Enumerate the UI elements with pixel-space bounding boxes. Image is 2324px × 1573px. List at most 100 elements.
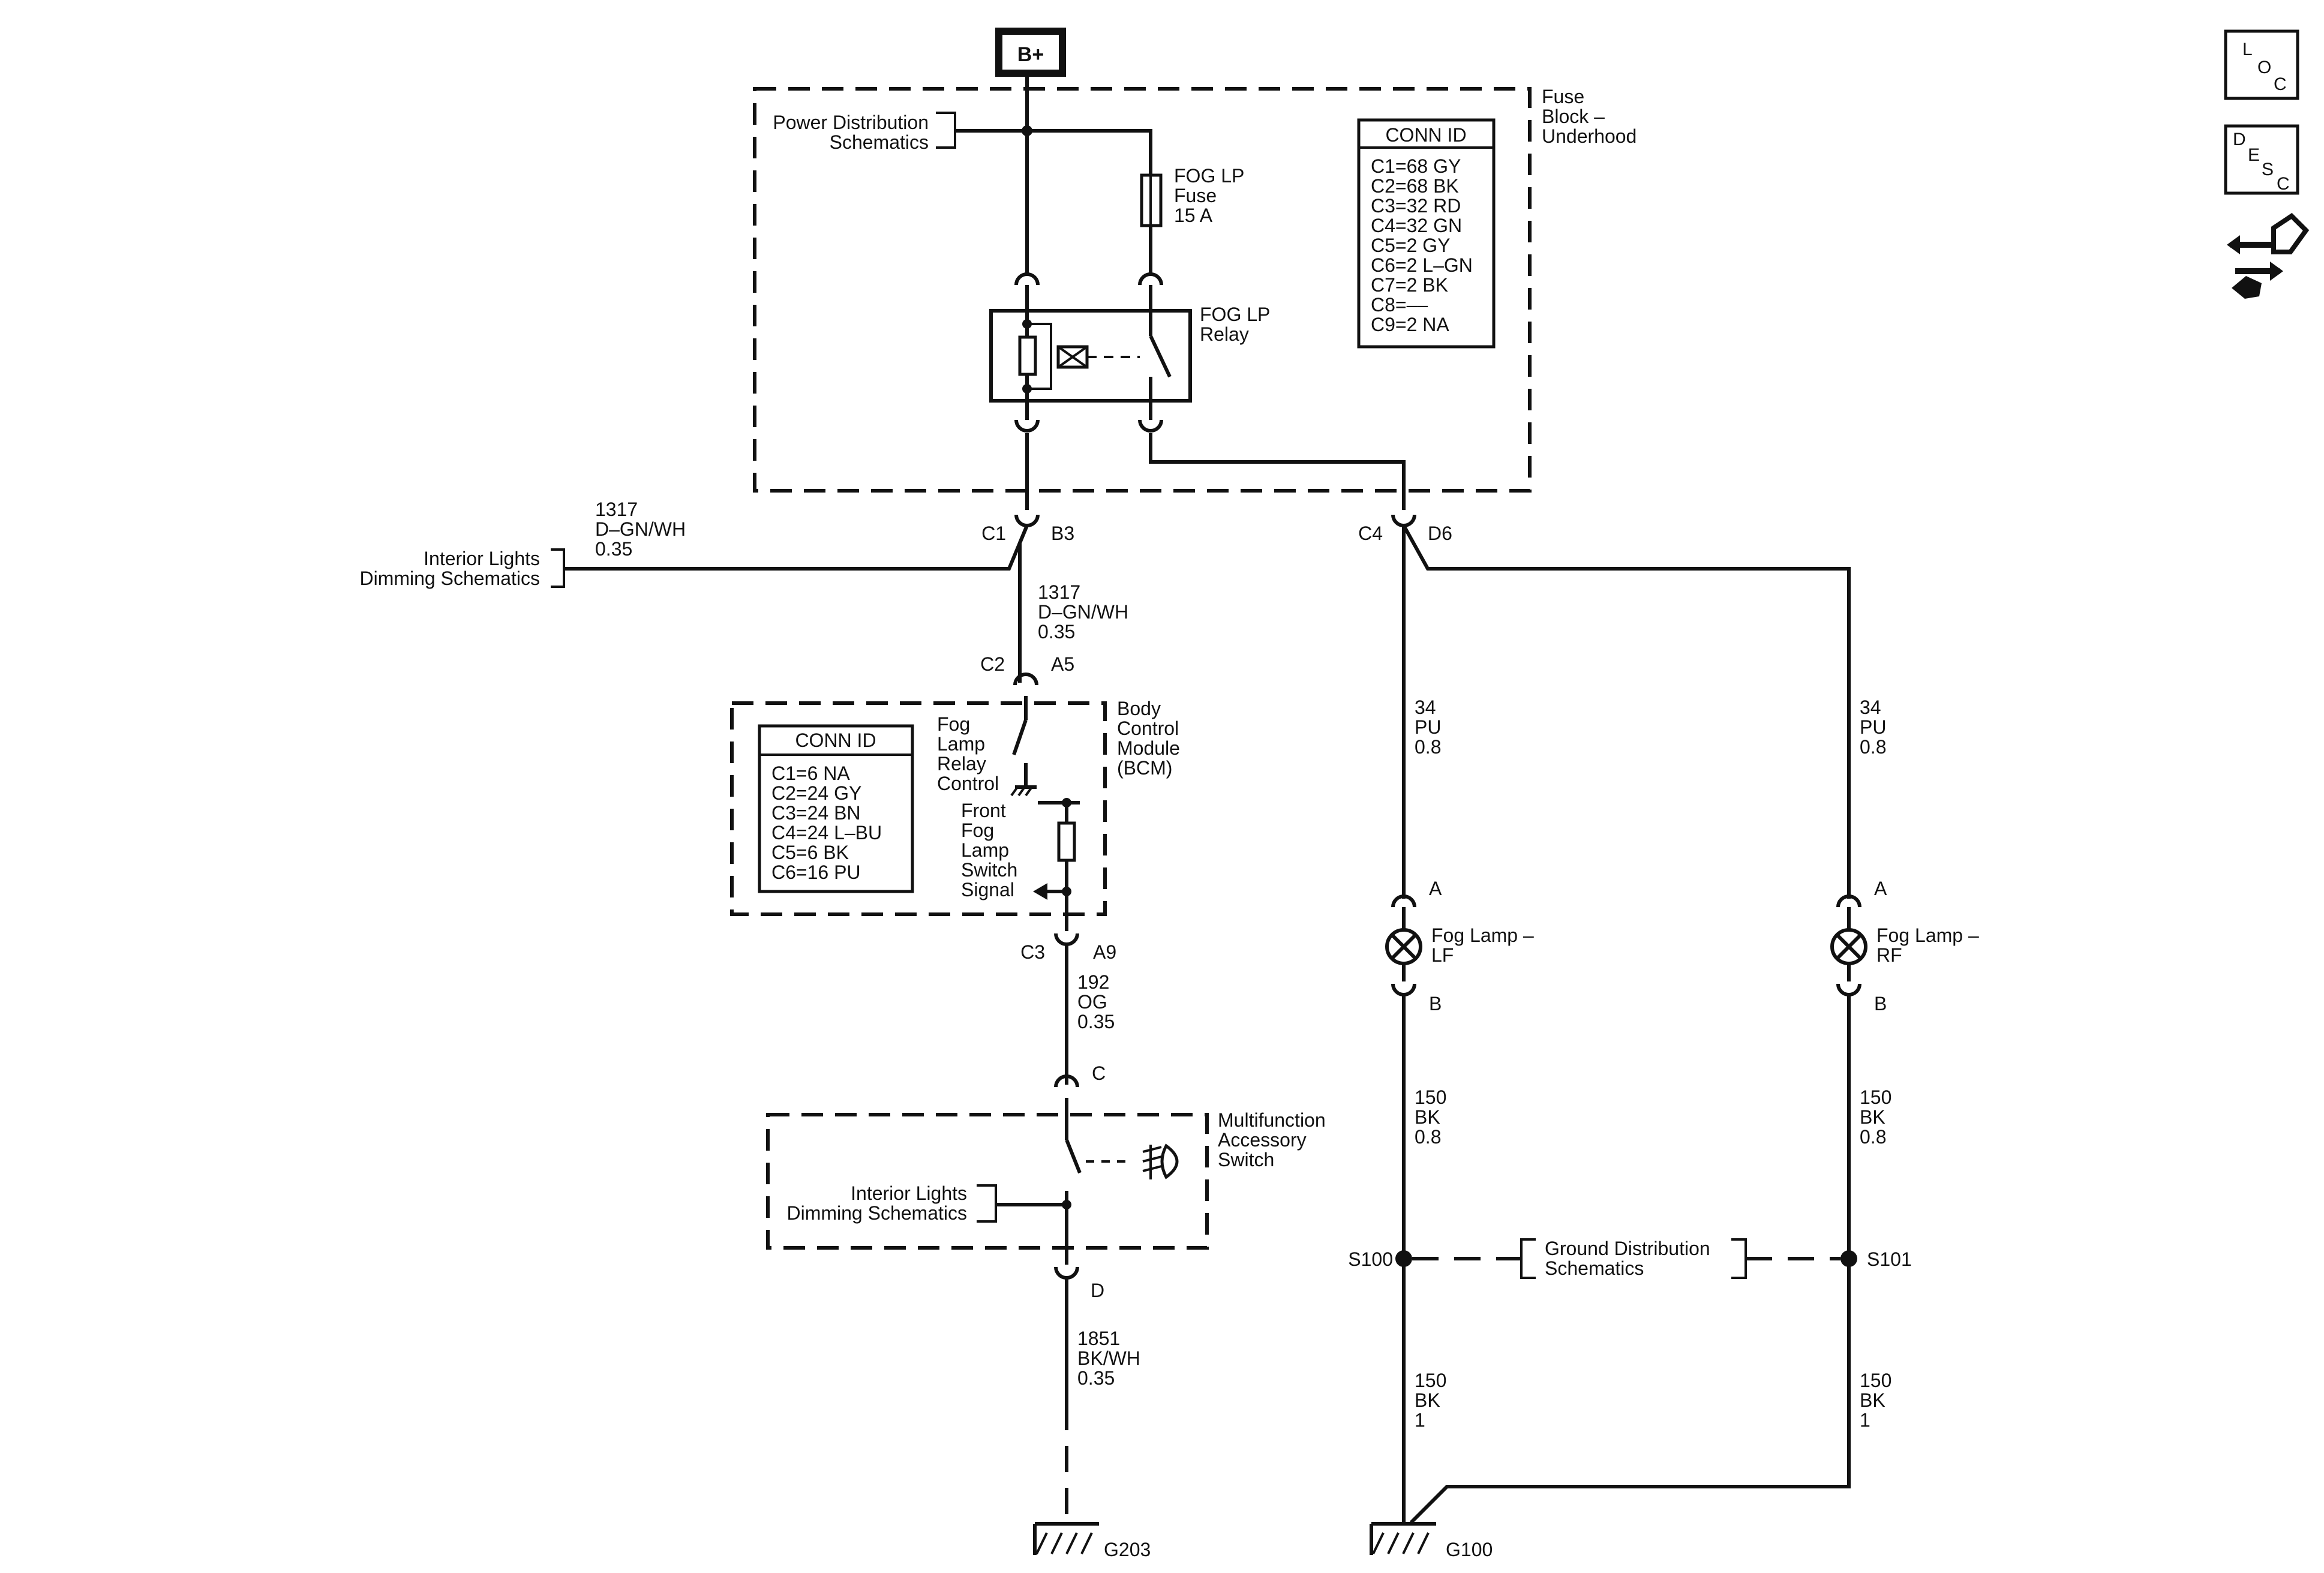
bcm-label: Fog	[937, 713, 970, 735]
desc-letter: C	[2277, 174, 2290, 194]
fog-lamp-lf: A B Fog Lamp – LF	[1385, 878, 1534, 1014]
ref-line: Dimming Schematics	[786, 1202, 967, 1224]
interior-lights-ref-switch: Interior Lights Dimming Schematics	[786, 1182, 1067, 1224]
wire-label: 192	[1077, 971, 1109, 993]
ground-g100: G100	[1370, 1522, 1493, 1560]
connector-label: A	[1429, 878, 1442, 899]
connector-label: C2	[980, 653, 1005, 675]
wire-label: 150	[1860, 1370, 1891, 1391]
wire-150-rf-label: 150 BK 0.8	[1860, 1086, 1891, 1148]
wire-label: 0.8	[1415, 736, 1441, 758]
switch-title-line: Switch	[1218, 1149, 1274, 1170]
bcm-label: Front	[961, 800, 1006, 821]
wire-1317-left-label: 1317 D–GN/WH 0.35	[595, 499, 686, 560]
desc-letter: S	[2262, 160, 2274, 179]
conn-id-row: C1=68 GY	[1371, 155, 1461, 177]
bcm-label: Switch	[961, 859, 1017, 881]
splice-s100: S100	[1348, 1248, 1412, 1270]
conn-id-row: C3=32 RD	[1371, 195, 1461, 217]
bcm-outline	[730, 701, 1107, 916]
relay-connector-cap	[1014, 272, 1040, 286]
splice-label: S100	[1348, 1248, 1393, 1270]
wire-1851-label: 1851 BK/WH 0.35	[1077, 1328, 1140, 1389]
wire-label: 1851	[1077, 1328, 1120, 1349]
lamp-label: RF	[1876, 944, 1902, 966]
power-ref-line: Schematics	[830, 131, 929, 153]
ref-line: Interior Lights	[424, 548, 540, 569]
ground-distribution-ref: Ground Distribution Schematics	[1520, 1238, 1747, 1279]
wire-label: 0.35	[595, 538, 632, 560]
wire-label: BK	[1415, 1106, 1440, 1128]
wire-label: BK	[1860, 1389, 1885, 1411]
fuse-block-title: Fuse Block – Underhood	[1542, 86, 1637, 147]
wire-label: 34	[1860, 697, 1881, 718]
wire-label: D–GN/WH	[595, 518, 686, 540]
power-ref-line: Power Distribution	[773, 112, 929, 133]
loc-letter: O	[2257, 58, 2271, 77]
wire-34-rf-label: 34 PU 0.8	[1860, 697, 1886, 758]
fuse-block-title-line: Underhood	[1542, 125, 1637, 147]
wire-label: 0.8	[1860, 736, 1886, 758]
switch-connector-c	[1054, 1074, 1079, 1088]
bcm-label: Relay	[937, 753, 986, 775]
fuse-block-connector-c1	[1014, 514, 1040, 527]
bcm-title-line: Body	[1117, 698, 1161, 719]
wire-label: 0.8	[1860, 1126, 1886, 1148]
connector-label: C1	[981, 523, 1006, 544]
bcm-label: Lamp	[961, 839, 1009, 861]
fuse-label: 15 A	[1174, 205, 1213, 226]
connector-label: B	[1874, 993, 1887, 1014]
fog-lamp-rf: A B Fog Lamp – RF	[1830, 878, 1979, 1014]
fuse-label: Fuse	[1174, 185, 1217, 206]
switch-title-line: Accessory	[1218, 1129, 1307, 1151]
conn-id-row: C6=2 L–GN	[1371, 254, 1473, 276]
wire-label: 150	[1860, 1086, 1891, 1108]
bcm-title-line: Module	[1117, 737, 1180, 759]
connector-label: C3	[1020, 941, 1045, 963]
wire-label: PU	[1860, 716, 1886, 738]
conn-id-row: C9=2 NA	[1371, 314, 1449, 335]
fuse-block-title-line: Fuse	[1542, 86, 1584, 107]
ground-label: G100	[1446, 1539, 1493, 1560]
fuse-block-title-line: Block –	[1542, 106, 1605, 127]
ref-line: Interior Lights	[851, 1182, 967, 1204]
fuse-block-connector-c4	[1391, 514, 1416, 527]
bcm-switch-signal-input: Front Fog Lamp Switch Signal	[961, 798, 1080, 931]
connector-navigation-icon[interactable]	[2227, 212, 2310, 299]
wire-150-rf	[1409, 995, 1851, 1524]
desc-letter: D	[2233, 130, 2246, 149]
conn-id-row: C5=2 GY	[1371, 235, 1451, 256]
lamp-label: Fog Lamp –	[1431, 924, 1534, 946]
wire-label: 0.35	[1038, 621, 1075, 643]
battery-terminal: B+	[995, 28, 1066, 77]
bcm-title: Body Control Module (BCM)	[1117, 698, 1180, 779]
lamp-label: Fog Lamp –	[1876, 924, 1979, 946]
description-button[interactable]: D E S C	[2224, 124, 2299, 195]
connector-label: A9	[1093, 941, 1116, 963]
fuse-block-outline	[753, 87, 1532, 493]
location-button[interactable]: L O C	[2224, 29, 2299, 100]
conn-id-row: C6=16 PU	[771, 861, 861, 883]
connector-label: B	[1429, 993, 1442, 1014]
conn-id-row: C7=2 BK	[1371, 274, 1448, 296]
conn-id-row: C2=68 BK	[1371, 175, 1459, 197]
conn-id-row: C3=24 BN	[771, 802, 861, 824]
wire-label: 1317	[1038, 581, 1080, 603]
wire-150-rf-low-label: 150 BK 1	[1860, 1370, 1891, 1431]
bcm-connector-c3	[1054, 933, 1079, 946]
power-distribution-ref: Power Distribution Schematics	[773, 112, 1032, 153]
bcm-connector-c2	[1013, 673, 1038, 686]
wire-label: 1	[1415, 1409, 1425, 1431]
wire-label: 0.35	[1077, 1011, 1115, 1032]
multifunction-switch-title: Multifunction Accessory Switch	[1218, 1109, 1326, 1170]
fog-lp-relay: FOG LP Relay	[989, 304, 1270, 403]
lamp-label: LF	[1431, 944, 1454, 966]
battery-label: B+	[1017, 43, 1044, 66]
fuse-feed-wire	[1027, 129, 1152, 175]
bcm-relay-control-driver: Fog Lamp Relay Control	[937, 696, 1037, 797]
bcm-conn-id-table: CONN ID C1=6 NA C2=24 GY C3=24 BN C4=24 …	[758, 724, 914, 893]
connector-label: C4	[1358, 523, 1383, 544]
connector-label: D	[1091, 1280, 1104, 1301]
ground-label: G203	[1104, 1539, 1151, 1560]
